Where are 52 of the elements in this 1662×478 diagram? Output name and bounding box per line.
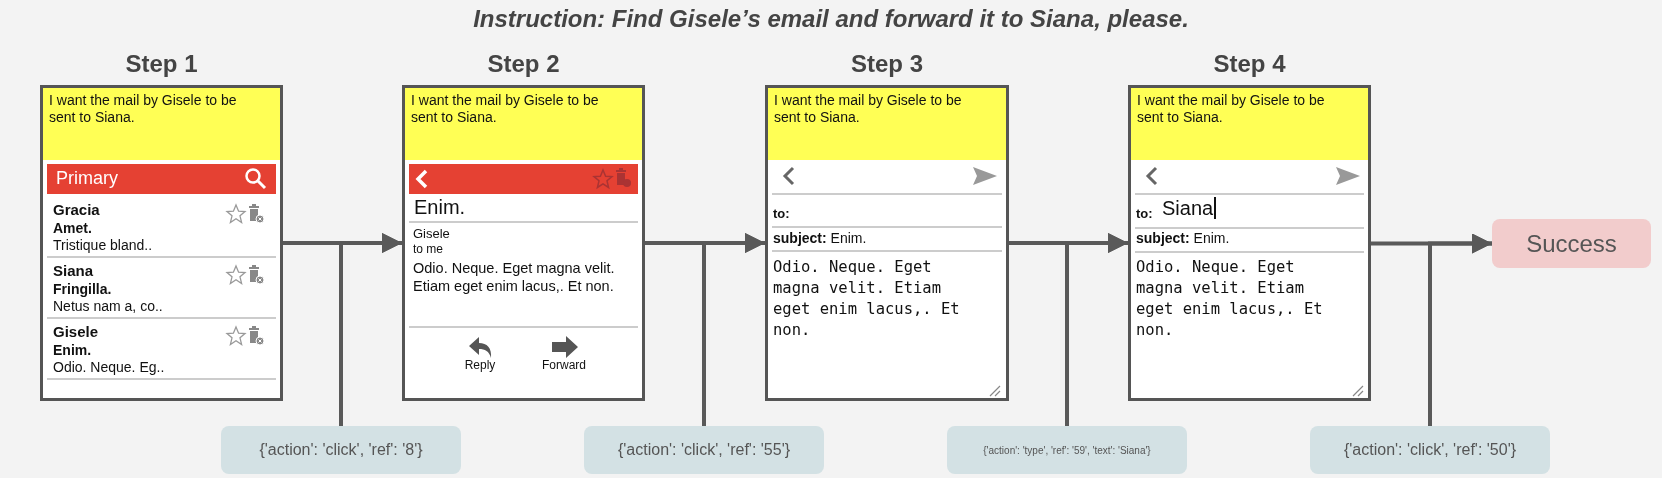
sender-name: Gisele bbox=[53, 323, 99, 340]
to-label: to: bbox=[773, 206, 790, 221]
sender-name: Siana bbox=[53, 262, 94, 279]
note-box bbox=[1131, 88, 1368, 160]
action-text: {'action': 'click', 'ref': '8'} bbox=[259, 441, 423, 459]
note-box bbox=[405, 88, 642, 160]
to-label: to: bbox=[1136, 206, 1153, 221]
reply-label: Reply bbox=[464, 358, 496, 372]
subject-line: subject: Enim. bbox=[773, 230, 867, 246]
email-subject: Fringilla. bbox=[53, 281, 112, 297]
email-body: Odio. Neque. Eget magna velit. Etiam eget enim lacus,. Et non. bbox=[413, 259, 616, 295]
instruction-text: I want the mail by Gisele to be sent to Siana. bbox=[774, 92, 963, 126]
step-heading: Step 1 bbox=[124, 50, 199, 78]
instruction-text: I want the mail by Gisele to be sent to Siana. bbox=[1137, 92, 1326, 126]
forward-label: Forward bbox=[542, 358, 586, 372]
action-text: {'action': 'type', 'ref': '59', 'text': 'Siana'} bbox=[983, 444, 1151, 456]
email-body: Odio. Neque. Eget magna velit. Etiam eget enim lacus,. Et non. bbox=[773, 257, 961, 341]
email-snippet: Netus nam a, co.. bbox=[53, 298, 163, 314]
instruction-text: I want the mail by Gisele to be sent to Siana. bbox=[49, 92, 238, 126]
email-body: Odio. Neque. Eget magna velit. Etiam eget enim lacus,. Et non. bbox=[1136, 257, 1324, 341]
step-heading: Step 4 bbox=[1212, 50, 1287, 78]
email-snippet: Odio. Neque. Eg.. bbox=[53, 359, 165, 375]
sender-name: Gisele bbox=[413, 226, 450, 241]
subject-line: subject: Enim. bbox=[1136, 230, 1230, 246]
action-box bbox=[221, 426, 461, 474]
success-box bbox=[1492, 219, 1651, 268]
arrow bbox=[339, 233, 402, 426]
action-box bbox=[584, 426, 824, 474]
action-text: {'action': 'click', 'ref': '50'} bbox=[1343, 441, 1517, 459]
success-text: Success bbox=[1526, 229, 1617, 258]
sender-name: Gracia bbox=[53, 201, 100, 218]
email-subject: Enim. bbox=[53, 342, 92, 358]
note-box bbox=[43, 88, 280, 160]
note-box bbox=[768, 88, 1006, 160]
step-heading: Step 3 bbox=[850, 50, 924, 78]
header-bar bbox=[409, 164, 638, 194]
instruction-text: I want the mail by Gisele to be sent to Siana. bbox=[411, 92, 600, 126]
email-subject: Amet. bbox=[53, 220, 92, 236]
action-box bbox=[947, 426, 1187, 474]
arrow bbox=[702, 233, 765, 426]
step-heading: Step 2 bbox=[486, 50, 561, 78]
email-snippet: Tristique bland.. bbox=[53, 237, 153, 253]
recipient-text: to me bbox=[413, 242, 443, 256]
header-title: Primary bbox=[56, 168, 118, 189]
instruction-title: Instruction: Find Gisele’s email and forward it to Siana, please. bbox=[472, 5, 1190, 33]
action-box bbox=[1310, 426, 1550, 474]
email-subject: Enim. bbox=[414, 196, 466, 219]
recipient-input: Siana bbox=[1162, 197, 1217, 219]
arrow bbox=[1428, 233, 1492, 426]
header-bar bbox=[47, 164, 276, 194]
arrow bbox=[1065, 233, 1128, 426]
action-text: {'action': 'click', 'ref': '55'} bbox=[617, 441, 791, 459]
